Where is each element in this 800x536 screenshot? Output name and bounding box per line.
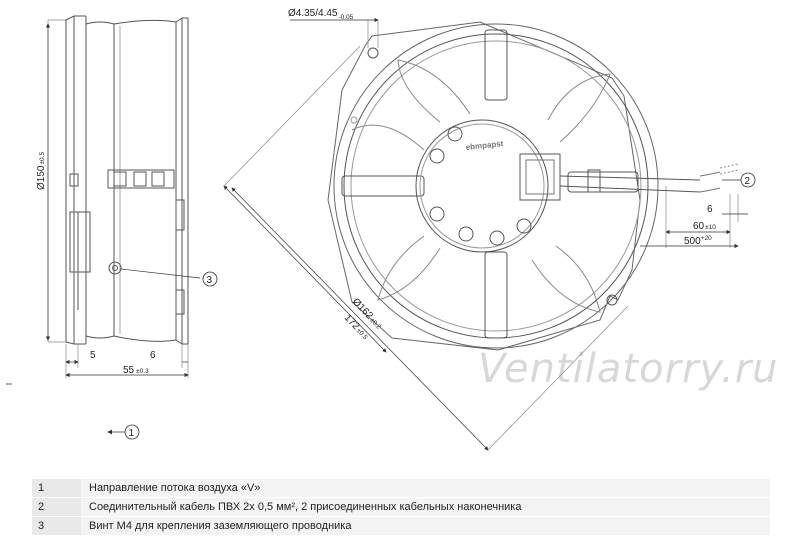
flange-left-dim: 5 <box>90 350 96 361</box>
technical-drawing: Ventilatorry.ru <box>6 8 779 451</box>
brand-label: ebmpapst <box>465 139 504 152</box>
cable-sleeve-dim: 60±10 <box>693 221 716 232</box>
legend-row: 2 Соединительный кабель ПВХ 2x 0,5 мм², … <box>32 497 770 517</box>
callout-3-label: 3 <box>207 275 213 286</box>
cable-length-dim: 500+20 <box>684 235 712 247</box>
callout-2-marker <box>740 172 756 188</box>
diameter-150-label: Ø150±0.5 <box>36 152 47 190</box>
legend-text: Направление потока воздуха «V» <box>81 479 770 498</box>
legend-num: 3 <box>32 516 81 536</box>
watermark: Ventilatorry.ru <box>478 346 779 392</box>
hole-diameter-dim: Ø4.35/4.45-0.05 <box>288 8 354 21</box>
flange-right-dim: 6 <box>150 350 156 361</box>
legend-num: 2 <box>32 497 81 517</box>
side-view <box>45 15 201 378</box>
legend-num: 1 <box>32 479 81 498</box>
legend-text: Винт M4 для крепления заземляющего прово… <box>81 516 770 536</box>
callout-1-label: 1 <box>129 428 135 439</box>
legend-row: 1 Направление потока воздуха «V» <box>32 479 770 498</box>
legend-row: 3 Винт M4 для крепления заземляющего про… <box>32 516 770 536</box>
callout-3-marker <box>202 271 218 287</box>
legend-text: Соединительный кабель ПВХ 2x 0,5 мм², 2 … <box>81 497 770 517</box>
callout-1-marker <box>124 424 140 440</box>
cable-strip-dim: 6 <box>707 204 713 215</box>
front-view <box>223 17 748 451</box>
callout-2-label: 2 <box>745 176 751 187</box>
legend-table: 1 Направление потока воздуха «V» 2 Соеди… <box>32 479 770 536</box>
depth-dim: 55±0.3 <box>123 365 149 376</box>
